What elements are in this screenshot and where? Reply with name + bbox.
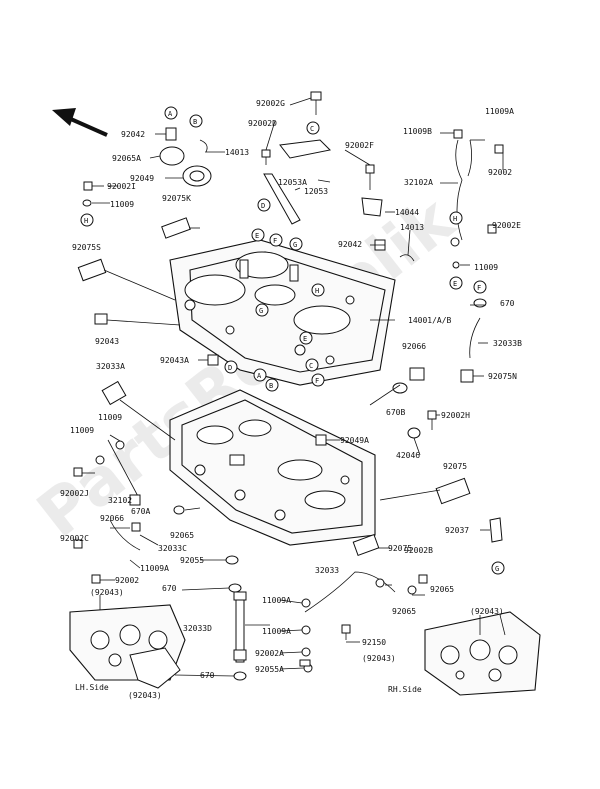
part-label: 92042	[338, 240, 362, 249]
part-label: 11009A	[262, 627, 291, 636]
part-labels: 92002G 92042 92065A 14013 92049 92002D 1…	[60, 99, 522, 700]
part-label: 14044	[395, 208, 419, 217]
callout-letter: A	[168, 110, 173, 118]
part-label: 11009B	[403, 127, 432, 136]
part-label: 92002	[115, 576, 139, 585]
small-parts	[73, 91, 504, 681]
part-label: 92049A	[340, 436, 369, 445]
part-label: 32102	[108, 496, 132, 505]
part-label: 32033	[315, 566, 339, 575]
part-label: 14001/A/B	[408, 316, 452, 325]
part-label: 92049	[130, 174, 154, 183]
part-label: (92043)	[362, 654, 396, 663]
callout-letter: B	[269, 382, 273, 390]
part-label: 670B	[386, 408, 405, 417]
part-label: 92002J	[60, 489, 89, 498]
part-label: 12053A	[278, 178, 307, 187]
callout-letter: B	[193, 118, 197, 126]
part-label: 11009	[474, 263, 498, 272]
part-label: 92002B	[404, 546, 433, 555]
callout-letter: H	[84, 217, 88, 225]
leader-lines	[82, 97, 506, 677]
callout-letter: G	[495, 565, 499, 573]
part-label: 92043A	[160, 356, 189, 365]
callout-letter: G	[259, 307, 263, 315]
callout-markers: A B C D E F G H A B C D E F G H E F G H	[80, 106, 505, 575]
part-label: 12053	[304, 187, 328, 196]
part-label: 670	[200, 671, 215, 680]
part-label: 11009	[98, 413, 122, 422]
part-label: 92075S	[72, 243, 101, 252]
part-label: 32033B	[493, 339, 522, 348]
part-label: 92002I	[107, 182, 136, 191]
upper-crankcase	[169, 239, 396, 386]
callout-letter: E	[303, 335, 307, 343]
part-label: 11009A	[262, 596, 291, 605]
lower-crankcase	[169, 389, 376, 546]
rh-side-inset	[424, 611, 541, 696]
part-label: 92075	[443, 462, 467, 471]
part-label: 670A	[131, 507, 150, 516]
part-label: 92150	[362, 638, 386, 647]
callout-letter: A	[257, 372, 262, 380]
part-label: 670	[500, 299, 515, 308]
front-arrow-icon	[52, 108, 108, 137]
part-label: (92043)	[470, 607, 504, 616]
part-label: 92075	[388, 544, 412, 553]
part-label: (92043)	[90, 588, 124, 597]
callout-letter: E	[453, 280, 457, 288]
callout-letter: F	[273, 237, 277, 245]
part-label: 42046	[396, 451, 420, 460]
part-label: 11009A	[140, 564, 169, 573]
part-label: 32033D	[183, 624, 212, 633]
callout-letter: H	[453, 215, 457, 223]
part-label: 11009	[110, 200, 134, 209]
part-label: 92065A	[112, 154, 141, 163]
part-label: 92065	[430, 585, 454, 594]
part-label: 670	[162, 584, 177, 593]
callout-letter: D	[261, 202, 265, 210]
part-label: (92043)	[128, 691, 162, 700]
part-label: 92002C	[60, 534, 89, 543]
part-label: 92065	[170, 531, 194, 540]
callout-letter: C	[310, 125, 314, 133]
callout-letter: G	[293, 241, 297, 249]
part-label: 11009	[70, 426, 94, 435]
part-label: 92055A	[255, 665, 284, 674]
part-label: 92002D	[248, 119, 277, 128]
part-label: 92065	[392, 607, 416, 616]
part-label: 32033A	[96, 362, 125, 371]
part-label: 92066	[100, 514, 124, 523]
part-label: 32102A	[404, 178, 433, 187]
callout-letter: D	[228, 364, 232, 372]
lh-side-label: LH.Side	[75, 683, 109, 692]
part-label: 92075K	[162, 194, 191, 203]
part-label: 92055	[180, 556, 204, 565]
callout-letter: C	[309, 362, 313, 370]
part-label: 92002F	[345, 141, 374, 150]
lh-side-inset	[69, 604, 186, 689]
part-label: 92002H	[441, 411, 470, 420]
part-label: 92002A	[255, 649, 284, 658]
part-label: 92002E	[492, 221, 521, 230]
part-label: 92042	[121, 130, 145, 139]
callout-letter: H	[315, 287, 319, 295]
callout-letter: F	[315, 377, 319, 385]
part-label: 32033C	[158, 544, 187, 553]
rh-side-label: RH.Side	[388, 685, 422, 694]
part-label: 14013	[400, 223, 424, 232]
part-label: 92066	[402, 342, 426, 351]
part-label: 92043	[95, 337, 119, 346]
part-label: 92075N	[488, 372, 517, 381]
part-label: 92002G	[256, 99, 285, 108]
part-label: 92002	[488, 168, 512, 177]
callout-letter: F	[477, 284, 481, 292]
part-label: 92037	[445, 526, 469, 535]
callout-letter: E	[255, 232, 259, 240]
part-label: 14013	[225, 148, 249, 157]
part-label: 11009A	[485, 107, 514, 116]
